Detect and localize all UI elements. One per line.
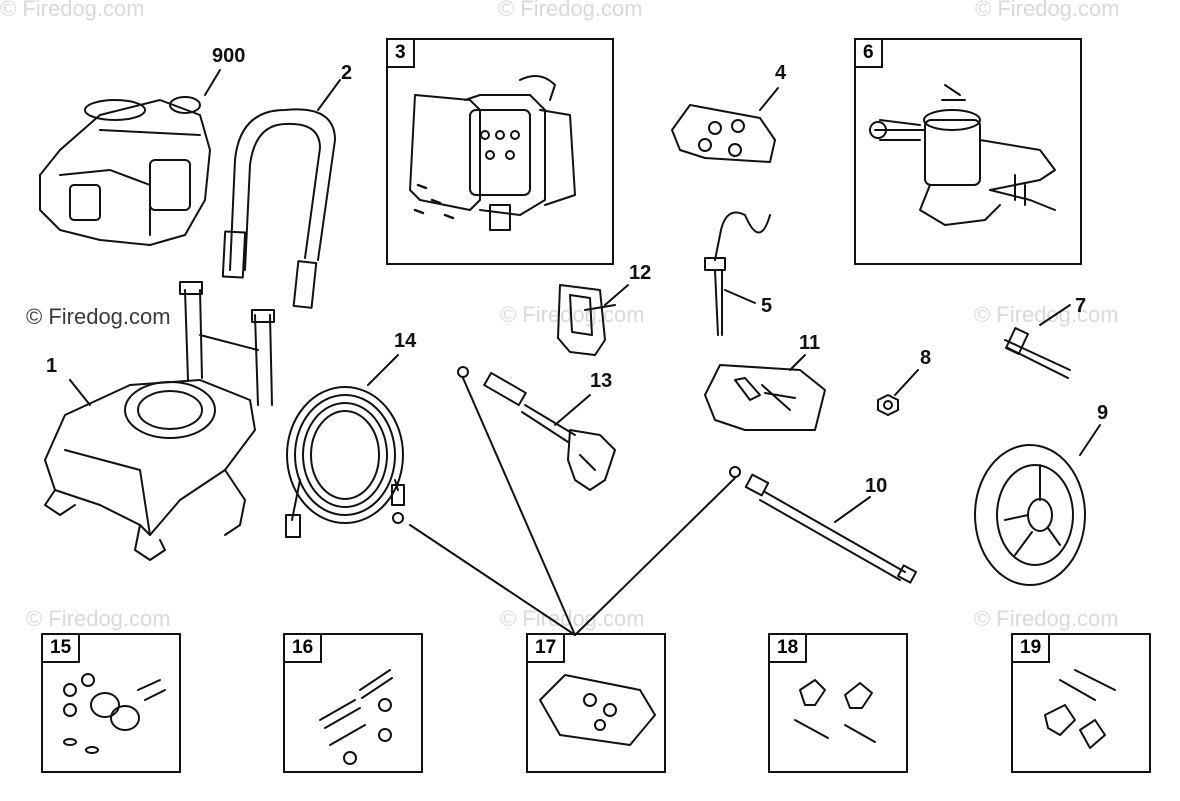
- part-label-1[interactable]: 1: [46, 355, 58, 377]
- wheel-illustration[interactable]: [974, 424, 1101, 586]
- watermark: © Firedog.com: [974, 302, 1119, 327]
- part-label-5[interactable]: 5: [761, 295, 773, 317]
- watermark: © Firedog.com: [498, 0, 643, 21]
- part-label-14[interactable]: 14: [394, 330, 417, 352]
- part-label-9[interactable]: 9: [1097, 402, 1109, 424]
- part-label-7[interactable]: 7: [1075, 295, 1087, 317]
- bag-2-illustration[interactable]: [704, 354, 826, 431]
- watermark: © Firedog.com: [0, 0, 145, 21]
- part-label-900[interactable]: 900: [212, 45, 246, 67]
- hose-illustration[interactable]: [285, 354, 405, 538]
- kit-box-3[interactable]: 3: [386, 38, 614, 265]
- kit-15-illustration[interactable]: [63, 673, 166, 754]
- watermark: © Firedog.com: [975, 0, 1120, 21]
- kit-box-15[interactable]: 15: [41, 633, 181, 773]
- kit-number: 19: [1011, 633, 1051, 663]
- kit-number: 15: [41, 633, 81, 663]
- part-label-13[interactable]: 13: [590, 370, 613, 392]
- kit-number: 17: [526, 633, 566, 663]
- kit-number: 6: [854, 38, 883, 68]
- part-label-4[interactable]: 4: [775, 62, 787, 84]
- part-label-12[interactable]: 12: [629, 262, 652, 284]
- kit-box-19[interactable]: 19: [1011, 633, 1151, 773]
- nut-illustration[interactable]: [877, 369, 919, 416]
- pump-illustration[interactable]: [869, 84, 1056, 226]
- watermark-main: © Firedog.com: [26, 304, 171, 329]
- lance-illustration[interactable]: [729, 466, 917, 584]
- part-label-11[interactable]: 11: [799, 332, 821, 354]
- kit-18-illustration[interactable]: [794, 679, 876, 743]
- kit-box-18[interactable]: 18: [768, 633, 908, 773]
- part-label-8[interactable]: 8: [920, 347, 932, 369]
- part-label-10[interactable]: 10: [865, 475, 888, 497]
- kit-17-illustration[interactable]: [539, 674, 656, 746]
- spray-gun-illustration[interactable]: [457, 366, 616, 491]
- kit-number: 16: [283, 633, 323, 663]
- engine-illustration[interactable]: [39, 96, 211, 246]
- kit-number: 18: [768, 633, 808, 663]
- kit-16-illustration[interactable]: [319, 669, 393, 765]
- control-panel-illustration[interactable]: [409, 75, 576, 231]
- part-label-2[interactable]: 2: [341, 62, 353, 84]
- kit-19-illustration[interactable]: [1044, 669, 1116, 749]
- kit-box-6[interactable]: 6: [854, 38, 1082, 265]
- axle-illustration[interactable]: [1004, 304, 1071, 379]
- watermark: © Firedog.com: [26, 606, 171, 631]
- clip-illustration[interactable]: [557, 284, 629, 356]
- bag-illustration[interactable]: [671, 87, 779, 163]
- handle-illustration[interactable]: [221, 79, 341, 309]
- kit-number: 3: [386, 38, 415, 68]
- kit-box-16[interactable]: 16: [283, 633, 423, 773]
- kit-box-17[interactable]: 17: [526, 633, 666, 773]
- frame-illustration[interactable]: [44, 281, 275, 561]
- dipstick-illustration[interactable]: [704, 211, 771, 336]
- watermark: © Firedog.com: [974, 606, 1119, 631]
